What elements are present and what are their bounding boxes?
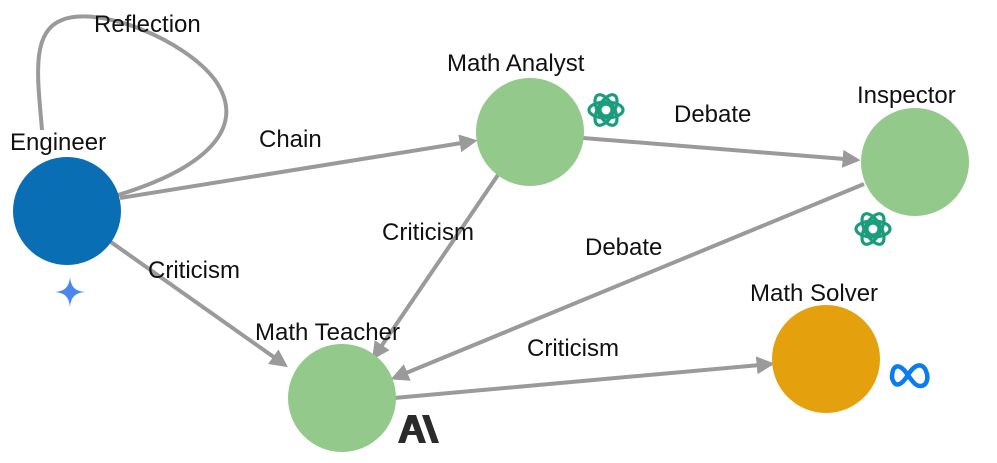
edge-label-chain: Chain: [259, 126, 322, 153]
edge-criticism-engineer-teacher: [106, 238, 288, 368]
meta-icon: [889, 363, 930, 389]
openai-icon: [854, 212, 892, 246]
edge-debate-analyst-inspector: [582, 136, 861, 168]
node-engineer[interactable]: Engineer: [10, 129, 121, 265]
edge-label-criticism-teacher-solver: Criticism: [527, 335, 619, 362]
edge-debate-inspector-teacher: [390, 182, 865, 381]
edge-label-debate-analyst-inspector: Debate: [674, 101, 751, 128]
edge-reflection: [36, 14, 229, 197]
node-label-engineer: Engineer: [10, 129, 106, 156]
node-label-math-teacher: Math Teacher: [255, 319, 400, 346]
edge-chain: [119, 134, 478, 200]
edge-criticism-teacher-solver: [393, 356, 775, 400]
anthropic-icon: [398, 415, 439, 443]
node-inspector[interactable]: Inspector: [857, 82, 969, 216]
node-math-solver[interactable]: Math Solver: [750, 280, 880, 413]
edge-label-reflection: Reflection: [94, 11, 201, 38]
node-math-teacher[interactable]: Math Teacher: [255, 319, 400, 452]
node-label-math-solver: Math Solver: [750, 280, 878, 307]
node-label-math-analyst: Math Analyst: [447, 50, 585, 77]
edge-label-debate-inspector-teacher: Debate: [585, 234, 662, 261]
openai-icon: [587, 93, 625, 127]
gemini-icon: [55, 277, 85, 307]
node-label-inspector: Inspector: [857, 82, 956, 109]
edge-criticism-analyst-teacher: [371, 170, 502, 360]
edge-label-criticism-engineer-teacher: Criticism: [148, 257, 240, 284]
node-math-analyst[interactable]: Math Analyst: [447, 50, 585, 186]
edge-label-criticism-analyst-teacher: Criticism: [382, 219, 474, 246]
